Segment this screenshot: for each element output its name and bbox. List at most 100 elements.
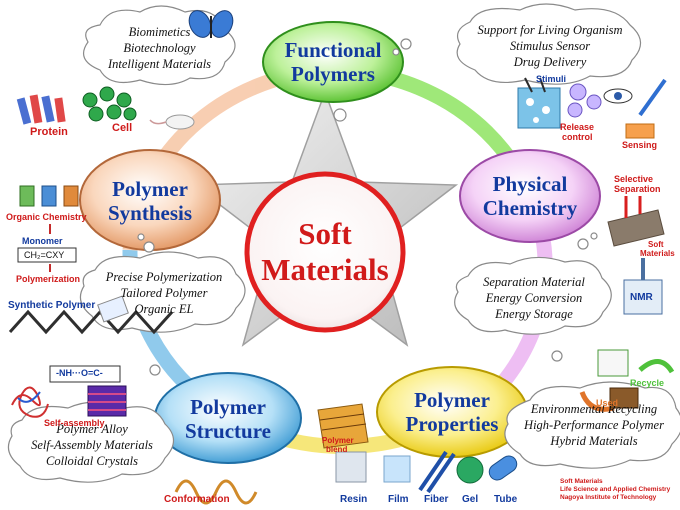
cloud-text: Intelligent Materials — [107, 57, 212, 72]
release-label: Release — [560, 122, 595, 132]
self-assembly-label: Self-assembly — [44, 418, 105, 428]
monomer-box — [17, 247, 77, 263]
polymer-chain-illustration — [8, 309, 174, 335]
physical-line1: Physical — [492, 171, 568, 196]
credit-line: Soft Materials — [560, 478, 603, 485]
fiber-illustration — [418, 450, 456, 494]
resin-label: Resin — [340, 494, 368, 505]
synthesis-line1: Polymer — [112, 176, 188, 201]
credit-line: Life Science and Applied Chemistry — [560, 485, 671, 493]
polymer-synthesis-label: Polymer Synthesis — [80, 172, 220, 230]
polymerization-label: Polymerization — [16, 274, 81, 284]
cloud-text: High-Performance Polymer — [524, 417, 664, 432]
functional-polymers-node — [262, 21, 404, 103]
cloud-text: Energy Storage — [495, 307, 573, 322]
monomer-label: Monomer — [22, 236, 63, 246]
physical-chemistry-label: Physical Chemistry — [460, 166, 600, 226]
center-title: Soft Materials — [255, 200, 395, 304]
cloud-text: Drug Delivery — [513, 55, 587, 70]
selective-label: Selective — [614, 174, 654, 184]
butterfly-illustration — [188, 10, 234, 38]
properties-line1: Polymer — [414, 387, 490, 412]
cloud-top-left: Biomimetics Biotechnology Intelligent Ma… — [92, 18, 227, 78]
center-circle — [244, 171, 406, 333]
membrane-illustration — [607, 196, 665, 247]
cloud-bottom-right: Environmental Recycling High-Performance… — [508, 394, 680, 456]
stimuli-illustration — [517, 77, 561, 129]
organic-chemistry-label: Organic Chemistry — [6, 212, 87, 222]
cloud-text: Separation Material — [483, 274, 585, 289]
functional-line2: Polymers — [291, 62, 375, 86]
used-label: Used — [596, 398, 619, 408]
monomer-formula: CH₂=CXY — [24, 250, 65, 260]
film-illustration — [383, 455, 411, 483]
coil-illustration-2 — [17, 391, 41, 403]
hbond-label: -NH···O=C- — [56, 368, 103, 378]
synthesis-line2: Synthesis — [107, 201, 193, 225]
protein-illustration — [16, 94, 66, 125]
cells-illustration — [567, 83, 602, 118]
soft-label: Soft — [648, 240, 664, 249]
conformation-label: Conformation — [164, 494, 230, 505]
center-title-line2: Materials — [261, 252, 389, 287]
cloud-text: Colloidal Crystals — [45, 454, 139, 469]
sensing-dish-illustration — [625, 123, 655, 139]
tube-label: Tube — [494, 494, 518, 505]
film-label: Film — [388, 494, 409, 505]
credit-line: Nagoya Institute of Technology — [560, 493, 657, 501]
cloud-text: Support for Living Organism — [477, 22, 623, 37]
tube-illustration — [488, 455, 518, 481]
flasks-illustration — [19, 185, 79, 207]
structure-line1: Polymer — [190, 394, 266, 419]
gel-label: Gel — [462, 494, 479, 505]
cloud-text: Self-Assembly Materials — [31, 437, 153, 452]
resin-illustration — [335, 451, 367, 483]
functional-line1: Functional — [284, 37, 382, 62]
polymer-structure-label: Polymer Structure — [155, 390, 301, 448]
cloud-text: Environmental Recycling — [530, 401, 658, 416]
cloud-text: Hybrid Materials — [550, 434, 638, 449]
cloud-text: Biomimetics — [128, 24, 191, 39]
cloud-top-right: Support for Living Organism Stimulus Sen… — [462, 16, 638, 76]
physical-line2: Chemistry — [482, 196, 578, 220]
conformation-illustration — [174, 479, 258, 505]
properties-line2: Properties — [405, 412, 499, 436]
cloud-text: Tailored Polymer — [120, 285, 208, 300]
recycle-label: Recycle — [630, 378, 665, 388]
coil-illustration — [11, 386, 49, 418]
cloud-bottom-left: Polymer Alloy Self-Assembly Materials Co… — [12, 414, 172, 476]
separation-label: Separation — [614, 184, 661, 194]
mouse-illustration — [149, 114, 195, 130]
oled-illustration — [97, 295, 129, 323]
fiber-label: Fiber — [424, 494, 449, 505]
protein-label: Protein — [30, 126, 68, 138]
cloud-text: Polymer Alloy — [56, 421, 128, 436]
synthetic-polymer-label: Synthetic Polymer — [8, 300, 96, 311]
control-label: control — [562, 132, 593, 142]
gel-illustration — [456, 456, 484, 484]
physical-chemistry-node — [459, 149, 601, 243]
sensing-label: Sensing — [622, 140, 658, 150]
polymer-blend-label-2: blend — [326, 445, 348, 454]
functional-polymers-label: Functional Polymers — [263, 34, 403, 90]
cloud-text: Precise Polymerization — [105, 269, 223, 284]
nmr-illustration — [623, 258, 663, 315]
cell-label: Cell — [112, 122, 133, 134]
cloud-text: Stimulus Sensor — [509, 38, 591, 53]
cloud-text: Energy Conversion — [485, 290, 583, 305]
polymer-properties-label: Polymer Properties — [377, 382, 527, 442]
cloud-text: Biotechnology — [123, 40, 196, 55]
cloud-mid-left: Precise Polymerization Tailored Polymer … — [86, 262, 242, 324]
cloud-mid-right: Separation Material Energy Conversion En… — [458, 268, 610, 328]
recycle-illustration — [579, 349, 675, 412]
center-title-line1: Soft — [298, 216, 352, 252]
cell-illustration — [82, 86, 137, 122]
pipette-illustration — [638, 78, 667, 117]
polymer-blend-illustration — [317, 403, 369, 449]
credit-block: Soft Materials Life Science and Applied … — [560, 478, 678, 501]
assembly-block-illustration — [87, 385, 127, 417]
stimuli-label: Stimuli — [536, 74, 567, 84]
materials-label: Materials — [640, 249, 675, 258]
